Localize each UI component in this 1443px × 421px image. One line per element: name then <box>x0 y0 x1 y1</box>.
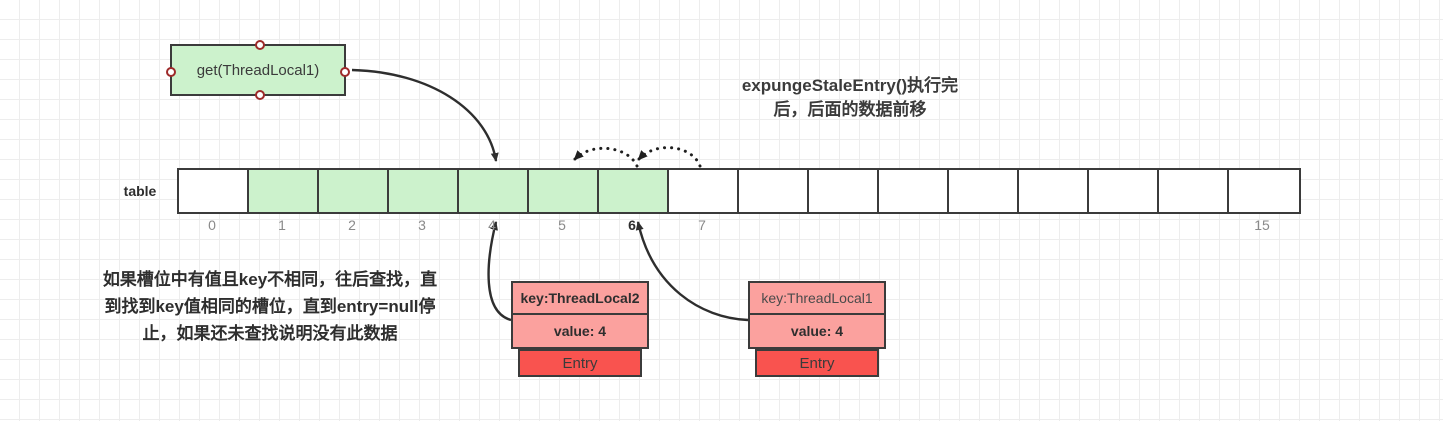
call-box-label: get(ThreadLocal1) <box>196 61 320 79</box>
table-index-9 <box>807 217 877 233</box>
arrow-call-to-slot4 <box>351 68 499 162</box>
table-index-10 <box>877 217 947 233</box>
table-index-0: 0 <box>208 217 216 233</box>
table-slot-6[interactable] <box>599 170 669 212</box>
note-line-3: 止，如果还未查找说明没有此数据 <box>142 324 398 343</box>
entry-footer-label: Entry <box>518 349 642 377</box>
connector-handle-right[interactable] <box>340 67 350 77</box>
arrow-shift-7-to-6 <box>637 146 702 168</box>
table-index-3: 3 <box>418 217 426 233</box>
table-slot-3[interactable] <box>389 170 459 212</box>
entry-box-threadlocal2[interactable]: key:ThreadLocal2 value: 4 Entry <box>511 281 649 377</box>
table-slot-15[interactable] <box>1229 170 1299 212</box>
note-line-1: 如果槽位中有值且key不相同，往后查找，直 <box>102 270 438 289</box>
table-slot-0[interactable] <box>179 170 249 212</box>
entry-box-threadlocal1[interactable]: key:ThreadLocal1 value: 4 Entry <box>748 281 886 377</box>
table-slot-11[interactable] <box>949 170 1019 212</box>
arrow-shift-6-to-5 <box>573 146 639 168</box>
table-slot-12[interactable] <box>1019 170 1089 212</box>
table-index-15: 15 <box>1254 217 1270 233</box>
table-index-labels: 0 1 2 3 4 5 6 7 15 <box>177 217 1297 233</box>
connector-handle-bottom[interactable] <box>255 90 265 100</box>
connector-handle-top[interactable] <box>255 40 265 50</box>
diagram-heading: expungeStaleEntry()执行完 后，后面的数据前移 <box>660 74 1040 122</box>
table-slot-4[interactable] <box>459 170 529 212</box>
entry-footer-label: Entry <box>755 349 879 377</box>
table-slot-13[interactable] <box>1089 170 1159 212</box>
table-index-1: 1 <box>278 217 286 233</box>
table-slots <box>177 168 1301 214</box>
table-index-5: 5 <box>558 217 566 233</box>
entry-value-label: value: 4 <box>511 315 649 349</box>
table-index-14 <box>1157 217 1227 233</box>
note-line-2: 到找到key值相同的槽位，直到entry=null停 <box>104 297 436 316</box>
table-index-7: 7 <box>698 217 706 233</box>
entry-value-label: value: 4 <box>748 315 886 349</box>
arrow-entry1-to-slot6 <box>635 221 749 322</box>
table-index-13 <box>1087 217 1157 233</box>
table-index-11 <box>947 217 1017 233</box>
table-slot-10[interactable] <box>879 170 949 212</box>
table-slot-7[interactable] <box>669 170 739 212</box>
table-slot-8[interactable] <box>739 170 809 212</box>
table-slot-9[interactable] <box>809 170 879 212</box>
table-index-8 <box>737 217 807 233</box>
lookup-note: 如果槽位中有值且key不相同，往后查找，直 到找到key值相同的槽位，直到ent… <box>45 266 495 347</box>
table-slot-2[interactable] <box>319 170 389 212</box>
connector-handle-left[interactable] <box>166 67 176 77</box>
table-index-4: 4 <box>488 217 496 233</box>
table-slot-14[interactable] <box>1159 170 1229 212</box>
table-index-12 <box>1017 217 1087 233</box>
entry-key-label: key:ThreadLocal2 <box>511 281 649 315</box>
heading-line-2: 后，后面的数据前移 <box>773 100 927 119</box>
table-index-6: 6 <box>628 217 636 233</box>
table-label: table <box>123 183 157 199</box>
heading-line-1: expungeStaleEntry()执行完 <box>741 76 959 95</box>
table-slot-5[interactable] <box>529 170 599 212</box>
entry-key-label: key:ThreadLocal1 <box>748 281 886 315</box>
table-index-2: 2 <box>348 217 356 233</box>
table-slot-1[interactable] <box>249 170 319 212</box>
get-threadlocal-call-box[interactable]: get(ThreadLocal1) <box>166 40 350 100</box>
